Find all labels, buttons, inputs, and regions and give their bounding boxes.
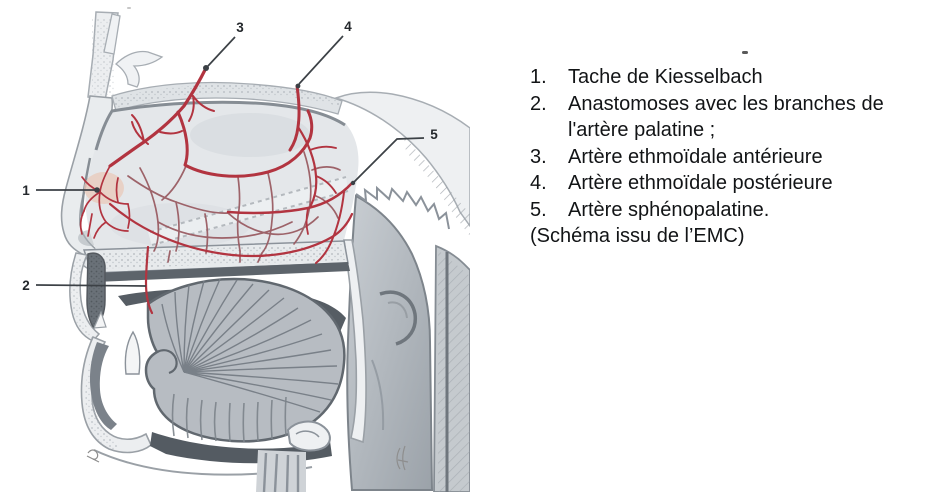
ethmoid-spur [114, 50, 164, 88]
legend-item-1: 1. Tache de Kiesselbach [530, 64, 922, 91]
legend-item-text: Artère ethmoïdale postérieure [568, 172, 833, 194]
leader-dot-4 [295, 83, 301, 89]
palate-stipple [86, 244, 345, 269]
anatomy-grayscale [60, 7, 471, 493]
turbinate-dash-top [149, 176, 347, 233]
strap-muscle-band [256, 450, 306, 492]
legend-item-number: 1. [530, 66, 547, 88]
inferior-septal-artery [108, 202, 354, 258]
torus-ridge [379, 290, 418, 346]
legend-item-text: Artère ethmoïdale antérieure [568, 145, 823, 168]
legend-item-2: 2. Anastomoses avec les branches de l'ar… [530, 91, 922, 144]
septal-arch-artery [176, 109, 314, 178]
legend-item-3: 3. Artère ethmoïdale antérieure [530, 144, 922, 171]
leader-line-2 [35, 284, 147, 287]
posterior-hatch [438, 250, 470, 492]
nasal-vascularization-figure: 1 2 3 4 5 [22, 7, 471, 493]
legend-item-number: 5. [530, 198, 547, 221]
tongue-fan-striations [161, 278, 339, 413]
bone-lamella [103, 13, 121, 55]
incisor-stipple [89, 255, 103, 325]
leader-line-5 [353, 137, 425, 183]
hyoid-loop [286, 420, 331, 452]
hyoid-inner [295, 430, 320, 438]
pharynx-fold [371, 359, 385, 431]
figure-number-labels: 1 2 3 4 5 [22, 19, 438, 293]
legend-item-number: 4. [530, 172, 547, 194]
artist-signature-left [86, 449, 100, 463]
cavity-shading [190, 113, 310, 157]
leader-dot-3 [203, 65, 209, 71]
leader-dots [94, 65, 356, 193]
legend-item-4: 4. Artère ethmoïdale postérieure [530, 170, 922, 197]
figure-label-1: 1 [22, 183, 30, 198]
tongue [144, 277, 346, 443]
sphenoid-hatch [404, 136, 470, 236]
soft-palate-band [343, 239, 367, 444]
figure-label-4: 4 [344, 19, 352, 34]
leader-line-4 [298, 35, 344, 85]
artist-signature-right [396, 445, 409, 471]
leader-lines [35, 35, 425, 287]
leader-line-3 [207, 36, 236, 67]
legend-item-text: Tache de Kiesselbach [568, 66, 763, 88]
upper-lip-stipple [71, 258, 95, 340]
artery-network-main [79, 66, 354, 315]
legend-item-number: 2. [530, 92, 547, 115]
lower-lip-mucosa [89, 342, 117, 430]
cribriform-stipple [114, 84, 340, 108]
palatine-anastomosis-artery [144, 245, 154, 315]
legend-item-5: 5. Artère sphénopalatine. [530, 197, 922, 224]
legend-item-text: Anastomoses avec les branches de l'artèr… [568, 92, 884, 142]
legend-item-text: Artère sphénopalatine. [568, 198, 770, 221]
anterior-ethmoidal-artery [108, 66, 208, 168]
source-note: (Schéma issu de l’EMC) [530, 225, 745, 247]
legend-item-number: 3. [530, 145, 547, 168]
stray-mark [127, 7, 131, 9]
nasal-roof-line [94, 100, 346, 151]
turbinate-dash-bottom [151, 190, 349, 246]
geniohyoid-striations [171, 393, 287, 443]
stray-dash-mark [742, 51, 748, 54]
torus-inner [387, 301, 408, 319]
artery-mesh-posterior [127, 151, 341, 263]
incisor-edge [93, 310, 107, 329]
strap-muscle-striations [262, 452, 300, 493]
figure-label-3: 3 [236, 20, 244, 35]
palate-oral-surface [92, 262, 350, 282]
legend-panel: 1. Tache de Kiesselbach 2. Anastomoses a… [530, 64, 922, 250]
figure-label-5: 5 [430, 127, 438, 142]
lower-incisor [124, 330, 141, 375]
anatomy-diagram: 1 2 3 4 5 [22, 7, 471, 493]
tongue-curl [156, 349, 178, 375]
figure-label-2: 2 [22, 278, 30, 293]
sella-scallop [355, 185, 450, 230]
turbinate-band [148, 176, 348, 246]
leader-dot-1 [94, 187, 100, 193]
leader-dot-5 [350, 180, 356, 186]
